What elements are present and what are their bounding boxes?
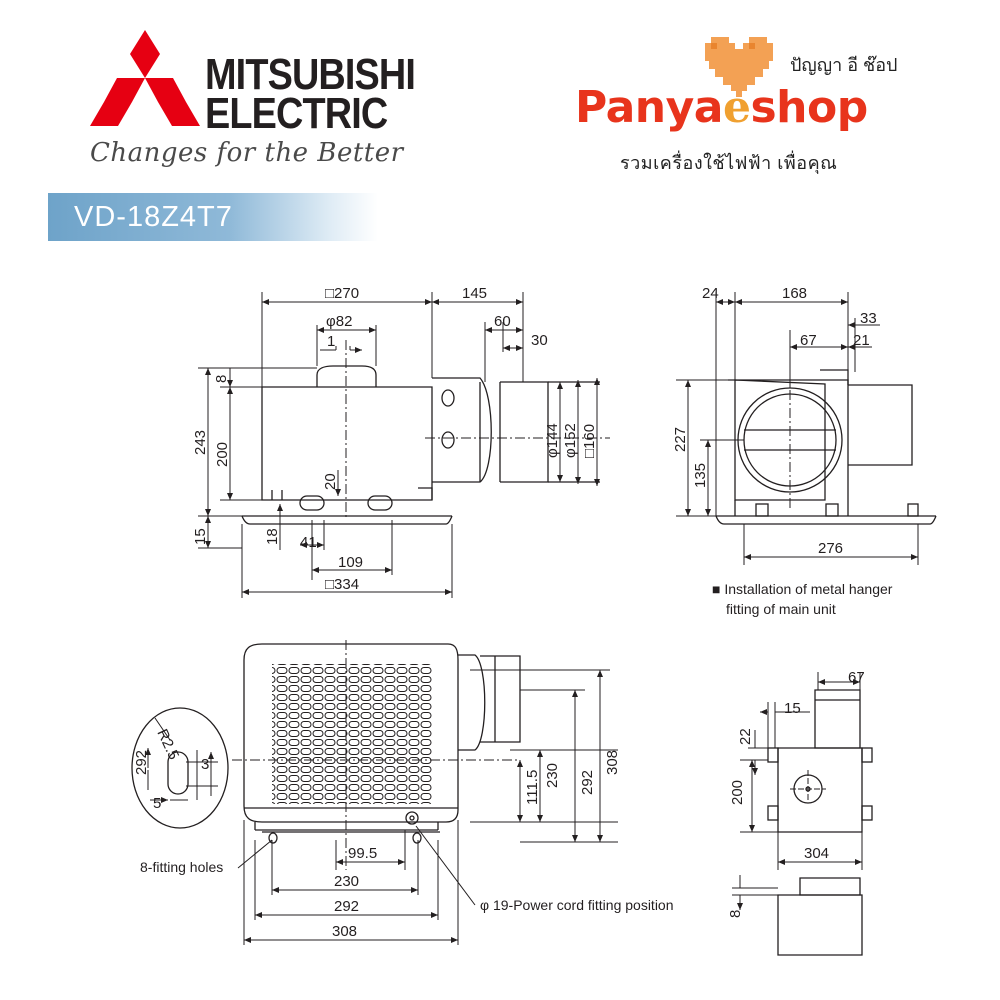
dim-top-22: 22	[737, 728, 754, 745]
dim-front-1: 1	[327, 333, 335, 350]
front-view-labels: □270 145 φ82 60 1 30 8 243 200 φ144 φ152…	[192, 285, 598, 593]
front-view-dimension-lines	[198, 292, 610, 598]
dim-side-21: 21	[853, 332, 870, 349]
hanger-caption-line-2: fitting of main unit	[726, 601, 836, 617]
fitting-holes-label: 8-fitting holes	[140, 859, 223, 875]
grille-pattern	[272, 664, 432, 804]
dim-bottom-width-230: 230	[334, 873, 359, 890]
dim-front-30: 30	[531, 332, 548, 349]
shop-name-part-1: Panya	[575, 82, 723, 133]
mitsubishi-three-diamonds-logo	[90, 30, 200, 126]
side-view-labels: 24 168 33 67 21 227 135 276	[672, 285, 877, 557]
side-view-dimension-lines	[676, 292, 919, 565]
dim-front-duct-length: 145	[462, 285, 487, 302]
dim-front-41: 41	[300, 534, 317, 551]
detail-5: 5	[153, 795, 161, 812]
dim-front-hole-diameter: φ82	[326, 313, 352, 330]
dim-front-60: 60	[494, 313, 511, 330]
dim-front-duct-160: □160	[581, 424, 598, 458]
dim-bottom-width-292: 292	[334, 898, 359, 915]
shop-name-part-3: shop	[750, 82, 868, 133]
brand-name: MITSUBISHI	[205, 50, 416, 99]
dim-side-24: 24	[702, 285, 719, 302]
side-view	[715, 369, 937, 525]
dim-front-duct-144: φ144	[544, 423, 561, 458]
dim-top-304: 304	[804, 845, 829, 862]
dim-front-width: □270	[325, 285, 359, 302]
dim-side-168: 168	[782, 285, 807, 302]
dim-bottom-292: 292	[579, 770, 596, 795]
dim-front-8: 8	[213, 375, 230, 383]
top-view-labels: 67 15 22 200 304 8	[727, 669, 865, 918]
dim-side-227: 227	[672, 427, 689, 452]
pixel-heart-icon	[705, 37, 773, 97]
brand-tagline: Changes for the Better	[90, 138, 404, 168]
dim-front-height-body: 200	[214, 442, 231, 467]
shop-name: Panyaeshop	[575, 82, 868, 133]
bottom-view-notes: 8-fitting holes φ 19-Power cord fitting …	[140, 859, 674, 913]
dim-front-height-total: 243	[192, 430, 209, 455]
detail-circle	[131, 707, 229, 829]
dim-side-33: 33	[860, 310, 877, 327]
dim-bottom-99-5: 99.5	[348, 845, 377, 862]
top-view-dimension-lines	[732, 672, 863, 910]
dim-bottom-230: 230	[544, 763, 561, 788]
dim-front-18: 18	[264, 528, 281, 545]
brand-subname: ELECTRIC	[205, 89, 388, 138]
dim-top-200: 200	[729, 780, 746, 805]
top-view	[767, 689, 873, 956]
detail-3: 3	[201, 756, 209, 773]
dim-top-67: 67	[848, 669, 865, 686]
detail-radius: R2.5	[153, 727, 182, 763]
dim-side-276: 276	[818, 540, 843, 557]
dim-bottom-width-308: 308	[332, 923, 357, 940]
dim-front-20: 20	[322, 473, 339, 490]
dim-front-334: □334	[325, 576, 359, 593]
shop-name-part-2: e	[722, 82, 751, 133]
dim-front-15: 15	[192, 528, 209, 545]
front-view	[241, 365, 600, 525]
dim-bottom-308: 308	[604, 750, 621, 775]
dim-front-109: 109	[338, 554, 363, 571]
shop-thai-name: ปัญญา อี ช๊อป	[790, 55, 898, 75]
dim-top-15: 15	[784, 700, 801, 717]
power-cord-label: φ 19-Power cord fitting position	[480, 897, 674, 913]
dim-side-135: 135	[692, 463, 709, 488]
model-code: VD-18Z4T7	[74, 201, 233, 233]
dim-side-67: 67	[800, 332, 817, 349]
dim-front-duct-152: φ152	[562, 423, 579, 458]
hanger-caption-line-1: ■ Installation of metal hanger	[712, 581, 893, 597]
hanger-caption: ■ Installation of metal hanger fitting o…	[712, 581, 893, 617]
dim-bottom-111-5: 111.5	[524, 770, 541, 805]
model-banner: VD-18Z4T7	[48, 193, 378, 241]
shop-tagline: รวมเครื่องใช้ไฟฟ้า เพื่อคุณ	[620, 153, 838, 173]
dim-top-8: 8	[727, 910, 744, 918]
bottom-view-dimension-lines	[145, 640, 618, 945]
detail-292: 292	[133, 750, 150, 775]
